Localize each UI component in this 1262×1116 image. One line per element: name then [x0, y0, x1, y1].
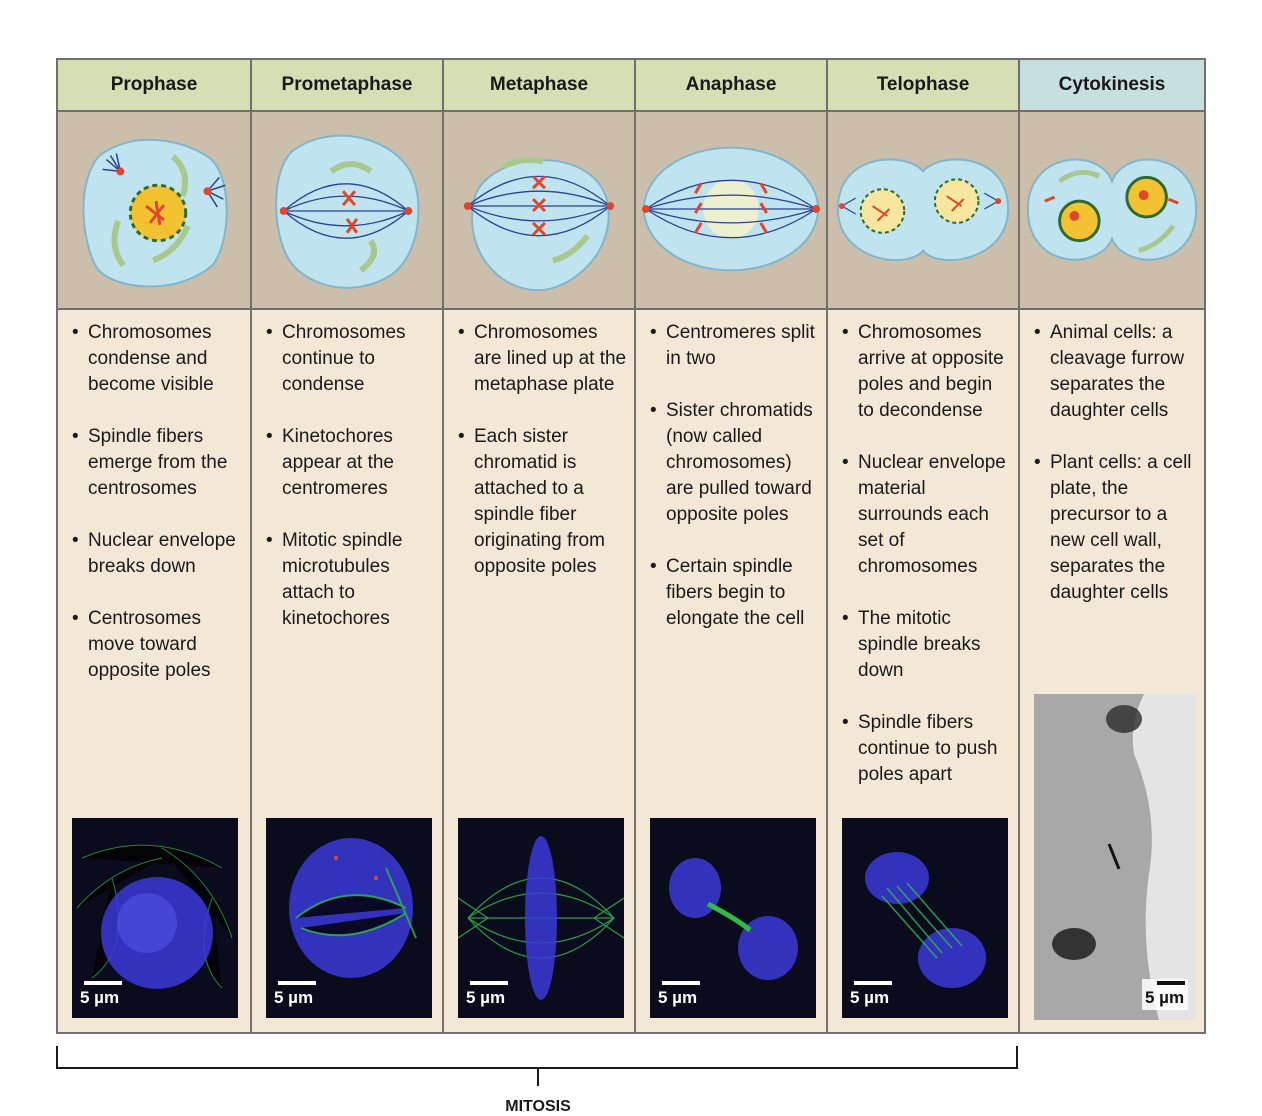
phase-header: Cytokinesis [1020, 60, 1204, 112]
note-item: Spindle fibers emerge from the centrosom… [72, 424, 244, 502]
note-item: The mitotic spindle breaks down [842, 606, 1012, 684]
prometaphase-notes: Chromosomes continue to condense Kinetoc… [266, 320, 436, 658]
scale-bar: 5 µm [658, 981, 700, 1008]
metaphase-illustration [444, 112, 634, 310]
metaphase-cell-drawing [463, 156, 615, 292]
prophase-cell-drawing [82, 138, 228, 288]
note-item: Plant cells: a cell plate, the precursor… [1034, 450, 1198, 606]
metaphase-notes: Chromosomes are lined up at the metaphas… [458, 320, 628, 606]
phase-column-prophase: Prophase Chromosomes condense and become… [58, 60, 250, 1032]
note-item: Chromosomes arrive at opposite poles and… [842, 320, 1012, 424]
prophase-notes: Chromosomes condense and become visible … [72, 320, 244, 710]
scale-bar: 5 µm [850, 981, 892, 1008]
scale-bar: 5 µm [274, 981, 316, 1008]
note-item: Certain spindle fibers begin to elongate… [650, 554, 820, 632]
note-item: Sister chromatids (now called chromosome… [650, 398, 820, 528]
mitosis-label: MITOSIS [505, 1098, 571, 1115]
telophase-cell-drawing [836, 158, 1010, 262]
note-item: Nuclear envelope breaks down [72, 528, 244, 580]
note-item: Each sister chromatid is attached to a s… [458, 424, 628, 580]
note-item: Kinetochores appear at the centromeres [266, 424, 436, 502]
telophase-illustration [828, 112, 1018, 310]
phase-column-cytokinesis: Cytokinesis Animal cells: a cleavage fur… [1018, 60, 1204, 1032]
mitosis-figure: Prophase Chromosomes condense and become… [56, 58, 1206, 1034]
note-item: Centrosomes move toward opposite poles [72, 606, 244, 684]
phase-header: Prometaphase [252, 60, 442, 112]
phase-column-metaphase: Metaphase Chromosomes are lined up at th… [442, 60, 634, 1032]
phase-column-telophase: Telophase Chromosomes arrive at opposite… [826, 60, 1018, 1032]
cytokinesis-cell-drawing [1026, 158, 1198, 261]
prophase-illustration [58, 112, 250, 310]
note-item: Spindle fibers continue to push poles ap… [842, 710, 1012, 788]
anaphase-illustration [636, 112, 826, 310]
fluorescence-image [289, 838, 417, 978]
note-item: Chromosomes continue to condense [266, 320, 436, 398]
note-item: Animal cells: a cleavage furrow separate… [1034, 320, 1198, 424]
fluorescence-image [458, 836, 624, 1000]
metaphase-micrograph: 5 µm [458, 818, 624, 1018]
phase-column-prometaphase: Prometaphase Chromosomes continue to con… [250, 60, 442, 1032]
cytokinesis-illustration [1020, 112, 1204, 310]
prometaphase-illustration [252, 112, 442, 310]
note-item: Centromeres split in two [650, 320, 820, 372]
prometaphase-cell-drawing [275, 134, 420, 289]
note-item: Chromosomes condense and become visible [72, 320, 244, 398]
mitosis-bracket [56, 1046, 1018, 1086]
note-item: Chromosomes are lined up at the metaphas… [458, 320, 628, 398]
scale-bar: 5 µm [1142, 979, 1188, 1010]
anaphase-notes: Centromeres split in two Sister chromati… [650, 320, 820, 658]
electron-micrograph-image [1034, 694, 1196, 1020]
fluorescence-image [669, 858, 798, 980]
cytokinesis-electron-micrograph: 5 µm [1034, 694, 1196, 1020]
scale-bar: 5 µm [466, 981, 508, 1008]
scale-bar: 5 µm [80, 981, 122, 1008]
anaphase-micrograph: 5 µm [650, 818, 816, 1018]
fluorescence-image [865, 852, 986, 988]
prometaphase-micrograph: 5 µm [266, 818, 432, 1018]
cytokinesis-notes: Animal cells: a cleavage furrow separate… [1034, 320, 1198, 632]
phase-header: Telophase [828, 60, 1018, 112]
phase-header: Prophase [58, 60, 250, 112]
note-item: Nuclear envelope material surrounds each… [842, 450, 1012, 580]
fluorescence-image [76, 844, 233, 989]
anaphase-cell-drawing [641, 146, 821, 272]
telophase-micrograph: 5 µm [842, 818, 1008, 1018]
prophase-micrograph: 5 µm [72, 818, 238, 1018]
telophase-notes: Chromosomes arrive at opposite poles and… [842, 320, 1012, 814]
phase-column-anaphase: Anaphase Centromeres split in two Sister… [634, 60, 826, 1032]
phase-header: Anaphase [636, 60, 826, 112]
phase-header: Metaphase [444, 60, 634, 112]
note-item: Mitotic spindle microtubules attach to k… [266, 528, 436, 632]
